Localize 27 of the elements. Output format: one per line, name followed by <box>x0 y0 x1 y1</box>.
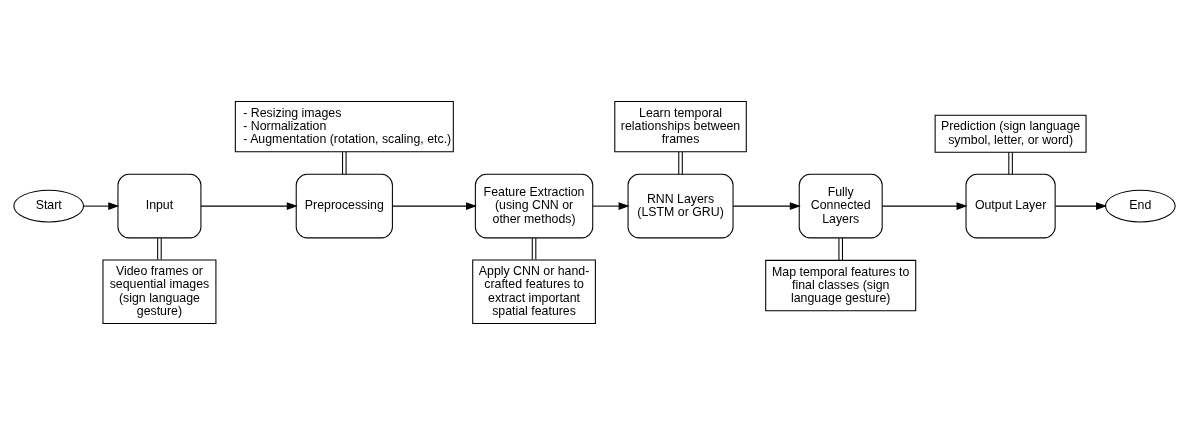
node-box: Video frames or sequential images (sign language gesture) <box>102 259 217 324</box>
node-box: Fully Connected Layers <box>798 173 883 239</box>
node-box: Map temporal features to final classes (sign language gesture) <box>765 259 917 312</box>
node-box: - Resizing images - Normalization - Augmentation (rotation, scaling, etc.) <box>234 101 454 153</box>
node-ellipse: End <box>1104 189 1176 223</box>
node-box: Output Layer <box>965 173 1056 239</box>
connector <box>157 237 162 261</box>
arrow <box>592 202 630 210</box>
connector <box>1008 151 1013 175</box>
arrow <box>732 202 801 210</box>
node-box: Feature Extraction (using CNN or other methods) <box>474 173 594 239</box>
node-box: Preprocessing <box>295 173 393 239</box>
node-box: Apply CNN or hand-crafted features to extract important spatial features <box>472 259 596 324</box>
arrow <box>881 202 968 210</box>
arrow <box>83 202 120 210</box>
arrow <box>200 202 298 210</box>
connector <box>531 237 537 261</box>
connector <box>838 237 843 261</box>
connector <box>342 151 347 175</box>
node-box: Prediction (sign language symbol, letter, or word) <box>934 114 1087 153</box>
node-box: RNN Layers (LSTM or GRU) <box>627 173 734 239</box>
node-box: Learn temporal relationships between frames <box>614 101 747 153</box>
arrow <box>392 202 477 210</box>
arrow <box>1054 202 1107 210</box>
node-box: Input <box>117 173 202 239</box>
connector <box>678 151 683 175</box>
node-ellipse: Start <box>13 189 85 223</box>
